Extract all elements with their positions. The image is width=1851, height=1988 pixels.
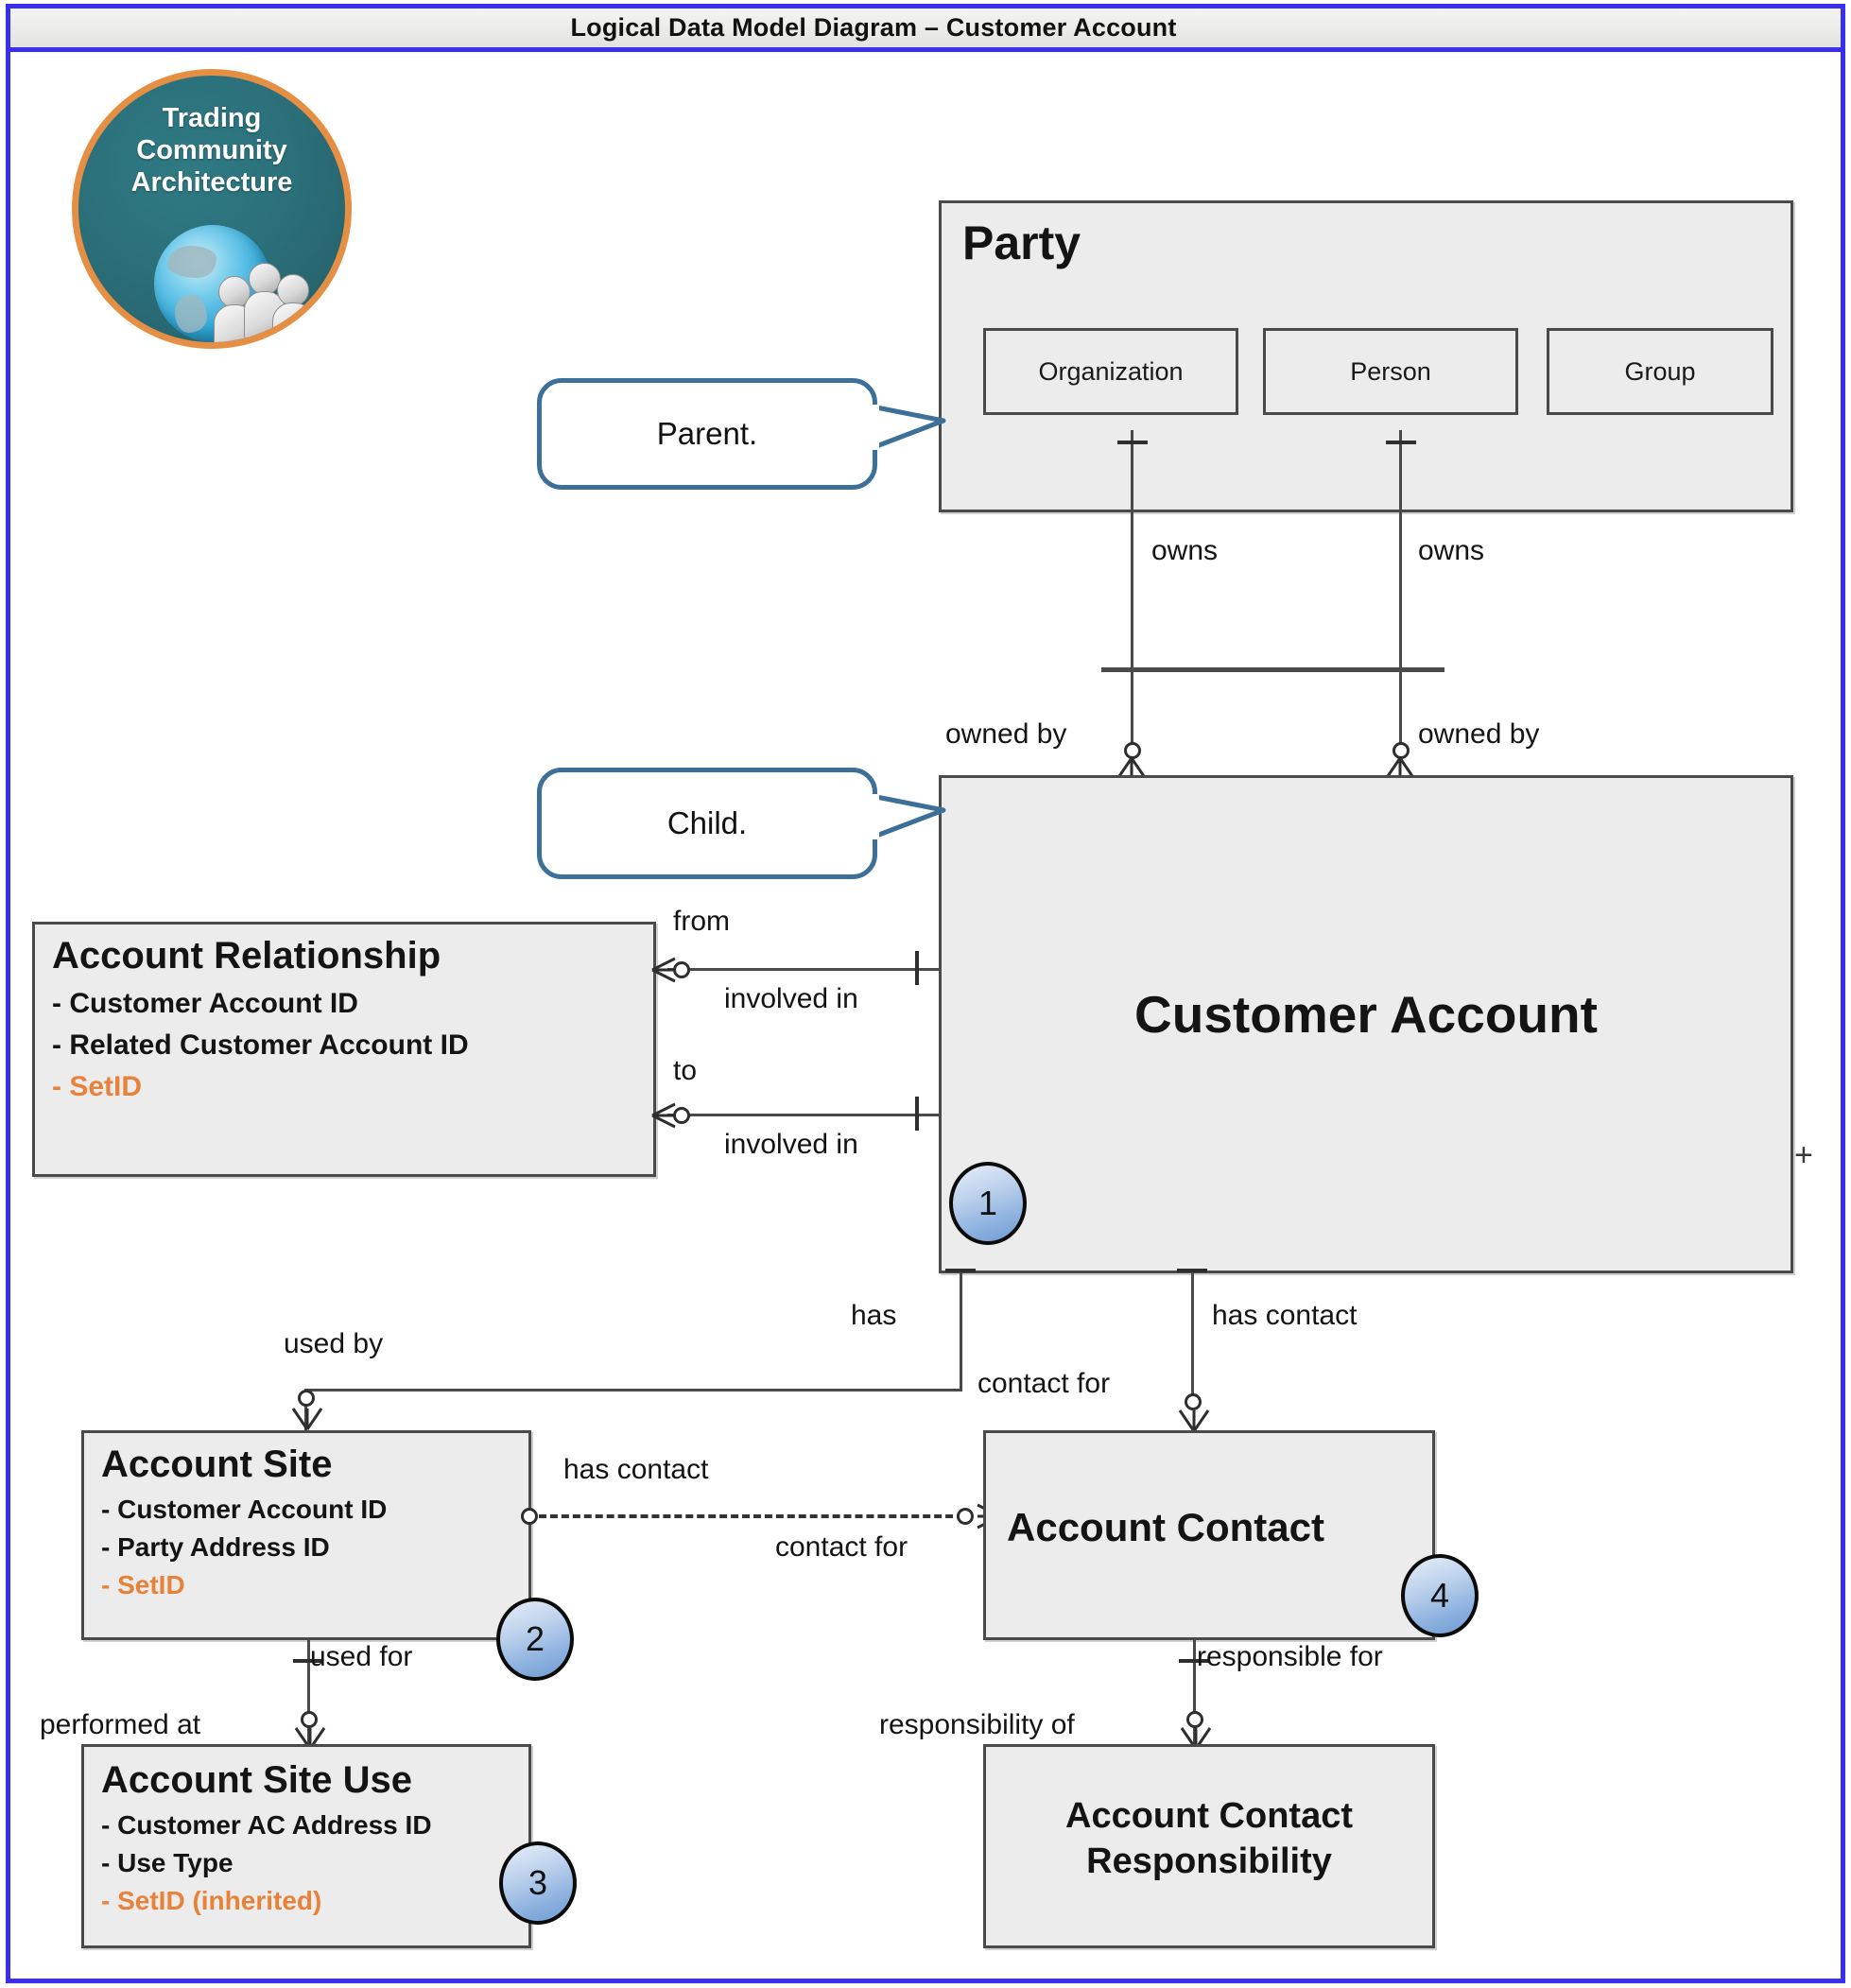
title-bar: Logical Data Model Diagram – Customer Ac… <box>10 9 1841 52</box>
entity-account-contact-title: Account Contact <box>1007 1505 1324 1549</box>
label-used-by: used by <box>284 1328 384 1359</box>
entity-account-site-attr-0: - Customer Account ID <box>101 1495 388 1524</box>
label-owns-left: owns <box>1151 535 1219 566</box>
optional-marker-performed-at <box>301 1711 318 1728</box>
label-owned-by-left: owned by <box>945 718 1067 750</box>
entity-account-site[interactable]: Account Site - Customer Account ID - Par… <box>81 1430 531 1640</box>
entity-account-relationship-title: Account Relationship <box>52 935 441 977</box>
connector-site-use-vertical <box>307 1640 310 1751</box>
entity-customer-account[interactable]: Customer Account <box>939 775 1793 1273</box>
entity-party-child-organization[interactable]: Organization <box>983 328 1238 415</box>
badge-4: 4 <box>1401 1554 1479 1637</box>
tick-has <box>945 1269 976 1272</box>
tick-involved-in-2 <box>915 1097 919 1131</box>
entity-account-site-use-title: Account Site Use <box>101 1759 412 1801</box>
tca-logo: Trading Community Architecture <box>72 69 352 349</box>
page-title: Logical Data Model Diagram – Customer Ac… <box>570 13 1177 42</box>
badge-2-label: 2 <box>525 1619 545 1658</box>
connector-organization-owns <box>1131 430 1133 759</box>
entity-account-contact[interactable]: Account Contact <box>983 1430 1435 1640</box>
optional-marker-used-by <box>298 1390 315 1407</box>
callout-parent: Parent. <box>537 378 877 490</box>
entity-party-child-person-label: Person <box>1350 356 1431 386</box>
entity-account-relationship-attr-2: - SetID <box>52 1071 143 1102</box>
connector-has-horizontal <box>304 1389 962 1392</box>
optional-marker-from <box>673 961 690 978</box>
label-involved-in-2: involved in <box>724 1129 858 1160</box>
label-responsible-for: responsible for <box>1197 1641 1383 1672</box>
entity-account-contact-responsibility[interactable]: Account Contact Responsibility <box>983 1744 1435 1948</box>
entity-account-site-attr-2: - SetID <box>101 1570 185 1599</box>
connector-responsibility-vertical <box>1193 1640 1196 1751</box>
callout-child: Child. <box>537 768 877 879</box>
crowfoot-contact-for-top <box>1178 1409 1210 1432</box>
label-owned-by-right: owned by <box>1418 718 1540 750</box>
tick-used-for <box>293 1659 323 1663</box>
badge-1: 1 <box>949 1162 1027 1245</box>
label-performed-at: performed at <box>40 1709 201 1740</box>
exclusive-arc <box>1101 667 1444 672</box>
label-to: to <box>673 1055 698 1086</box>
logo-text: Trading Community Architecture <box>130 103 293 199</box>
tick-responsible-for <box>1179 1659 1209 1663</box>
label-from: from <box>673 906 730 937</box>
customer-account-expand-marker[interactable]: + <box>1794 1137 1813 1173</box>
optional-marker-responsibility-of <box>1186 1711 1203 1728</box>
connector-has-vertical <box>960 1273 962 1391</box>
label-has-contact-top: has contact <box>1212 1300 1358 1331</box>
connector-relationship-from <box>667 968 942 971</box>
entity-party-child-person[interactable]: Person <box>1263 328 1518 415</box>
badge-3: 3 <box>499 1841 577 1925</box>
entity-account-contact-responsibility-title: Account Contact Responsibility <box>1065 1796 1353 1881</box>
crowfoot-used-by <box>291 1408 323 1430</box>
callout-child-label: Child. <box>666 805 748 840</box>
callout-parent-tail <box>870 404 946 451</box>
badge-4-label: 4 <box>1429 1576 1450 1615</box>
label-contact-for-top: contact for <box>977 1368 1111 1399</box>
callout-parent-label: Parent. <box>656 416 758 451</box>
callout-child-tail <box>870 793 946 840</box>
crowfoot-to <box>651 1102 676 1129</box>
entity-party-child-organization-label: Organization <box>1038 356 1184 386</box>
entity-party[interactable]: Party Organization Person Group <box>939 200 1793 512</box>
connector-person-tick <box>1386 441 1416 444</box>
optional-marker-site-contact-right <box>957 1508 974 1525</box>
optional-marker-contact-for-top <box>1185 1393 1202 1410</box>
entity-party-title: Party <box>962 216 1081 269</box>
entity-account-relationship-attr-1: - Related Customer Account ID <box>52 1029 469 1061</box>
label-has: has <box>851 1300 897 1331</box>
people-icon <box>213 251 319 342</box>
entity-account-site-attr-1: - Party Address ID <box>101 1532 330 1562</box>
connector-has-contact-vertical <box>1191 1273 1194 1409</box>
label-responsibility-of: responsibility of <box>879 1709 1075 1740</box>
tick-has-contact-top <box>1177 1269 1207 1272</box>
entity-customer-account-title: Customer Account <box>1134 985 1598 1044</box>
connector-site-contact-dashed <box>539 1514 964 1518</box>
label-involved-in-1: involved in <box>724 983 858 1014</box>
label-owns-right: owns <box>1418 535 1485 566</box>
connector-relationship-to <box>667 1114 942 1116</box>
entity-account-site-use[interactable]: Account Site Use - Customer AC Address I… <box>81 1744 531 1948</box>
globe-icon <box>154 225 271 342</box>
label-contact-for-mid: contact for <box>775 1531 908 1563</box>
connector-organization-tick <box>1117 441 1148 444</box>
entity-account-site-use-attr-1: - Use Type <box>101 1848 234 1877</box>
entity-account-site-use-attr-2: - SetID (inherited) <box>101 1886 322 1915</box>
label-used-for: used for <box>310 1641 413 1672</box>
entity-account-site-use-attr-0: - Customer AC Address ID <box>101 1810 432 1840</box>
crowfoot-from <box>651 957 676 983</box>
tick-involved-in-1 <box>915 951 919 985</box>
badge-2: 2 <box>496 1598 574 1681</box>
badge-3-label: 3 <box>528 1863 548 1902</box>
connector-person-owns <box>1399 430 1402 759</box>
entity-party-child-group[interactable]: Group <box>1547 328 1773 415</box>
entity-account-site-title: Account Site <box>101 1443 333 1485</box>
entity-account-relationship-attr-0: - Customer Account ID <box>52 988 358 1019</box>
badge-1-label: 1 <box>977 1184 998 1222</box>
optional-marker-site-contact-left <box>521 1508 538 1525</box>
label-has-contact-mid: has contact <box>563 1454 709 1485</box>
optional-marker-to <box>673 1107 690 1124</box>
entity-account-relationship[interactable]: Account Relationship - Customer Account … <box>32 922 656 1177</box>
entity-party-child-group-label: Group <box>1624 356 1696 386</box>
